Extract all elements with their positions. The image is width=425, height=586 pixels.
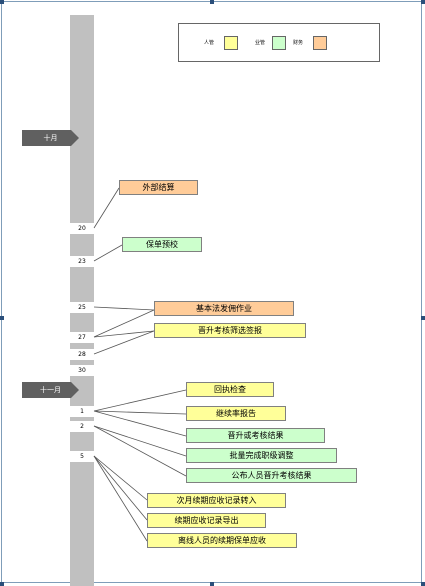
- day-label-28: 28: [78, 351, 86, 358]
- task-receipt-check[interactable]: 回执检查: [186, 382, 274, 397]
- resize-handle[interactable]: [421, 582, 425, 586]
- timeline-notch: [70, 421, 94, 432]
- resize-handle[interactable]: [210, 582, 214, 586]
- resize-handle[interactable]: [421, 316, 425, 320]
- resize-handle[interactable]: [0, 582, 4, 586]
- legend-swatch-finance: [313, 36, 327, 50]
- timeline-notch: [70, 256, 94, 267]
- day-label-2: 2: [80, 423, 84, 430]
- month-marker-october: 十月: [22, 130, 79, 146]
- day-label-20: 20: [78, 225, 86, 232]
- connector-line: [93, 425, 187, 457]
- legend-label-finance: 财务: [293, 40, 304, 46]
- day-label-25: 25: [78, 304, 86, 311]
- task-renewal-export[interactable]: 续期应收记录导出: [147, 513, 266, 528]
- connector-line: [93, 455, 148, 542]
- task-promotion-screening[interactable]: 晋升考核筛选签报: [154, 323, 306, 338]
- legend-label-hr: 人管: [204, 40, 215, 46]
- connector-line: [93, 455, 148, 521]
- timeline-notch: [70, 451, 94, 462]
- connector-line: [93, 187, 120, 229]
- connector-line: [93, 455, 148, 501]
- connector-line: [93, 410, 187, 415]
- connector-line: [93, 330, 155, 338]
- task-policy-precheck[interactable]: 保单预校: [122, 237, 202, 252]
- connector-line: [93, 410, 187, 437]
- day-label-1: 1: [80, 408, 84, 415]
- legend-swatch-hr: [224, 36, 238, 50]
- resize-handle[interactable]: [0, 0, 4, 4]
- task-commission-payout[interactable]: 基本法发佣作业: [154, 301, 294, 316]
- legend-label-business: 业管: [255, 40, 266, 46]
- connector-line: [93, 306, 155, 311]
- task-renewal-transfer[interactable]: 次月续期应收记录转入: [147, 493, 286, 508]
- day-label-5: 5: [80, 453, 84, 460]
- day-label-27: 27: [78, 334, 86, 341]
- connector-line: [93, 389, 187, 412]
- legend: 人管 业管 财务: [178, 23, 380, 62]
- resize-handle[interactable]: [0, 316, 4, 320]
- timeline-notch: [70, 349, 94, 360]
- task-persistency-report[interactable]: 继续率报告: [186, 406, 286, 421]
- task-publish-results[interactable]: 公布人员晋升考核结果: [186, 468, 357, 483]
- month-marker-november: 十一月: [22, 382, 79, 398]
- resize-handle[interactable]: [210, 0, 214, 4]
- timeline-notch: [70, 406, 94, 417]
- task-offline-renewal[interactable]: 离线人员的续期保单应收: [147, 533, 297, 548]
- connector-line: [93, 244, 123, 262]
- timeline-notch: [70, 223, 94, 234]
- resize-handle[interactable]: [421, 0, 425, 4]
- task-promotion-results[interactable]: 晋升或考核结果: [186, 428, 325, 443]
- connector-line: [93, 309, 155, 338]
- timeline-bar: [70, 15, 94, 586]
- task-external-settlement[interactable]: 外部结算: [119, 180, 198, 195]
- connector-line: [93, 330, 155, 355]
- legend-swatch-business: [272, 36, 286, 50]
- timeline-notch: [70, 332, 94, 343]
- connector-line: [93, 425, 187, 477]
- timeline-notch: [70, 365, 94, 376]
- task-rank-adjustment[interactable]: 批量完成职级调整: [186, 448, 337, 463]
- day-label-23: 23: [78, 258, 86, 265]
- timeline-notch: [70, 302, 94, 313]
- day-label-30: 30: [78, 367, 86, 374]
